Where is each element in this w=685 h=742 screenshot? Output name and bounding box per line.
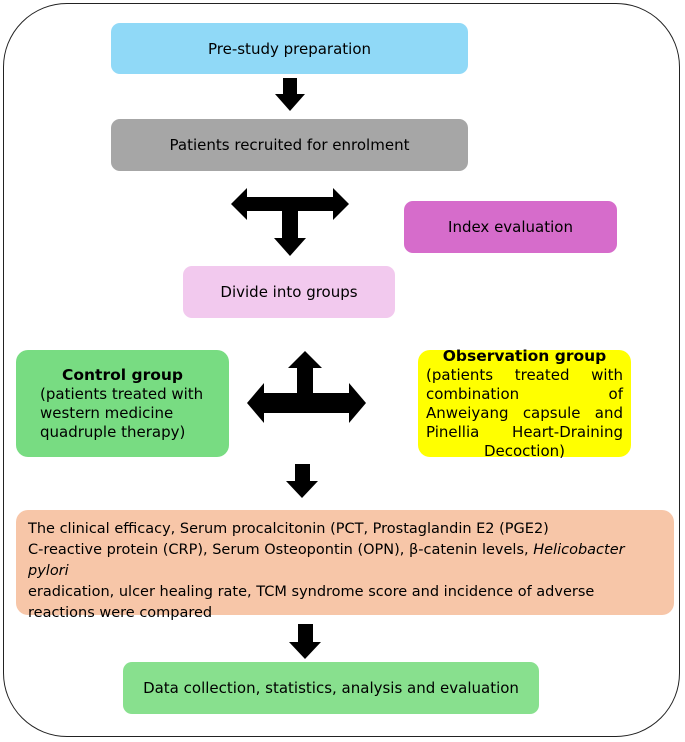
compared-line-2-text: C-reactive protein (CRP), Serum Osteopon… [28,542,529,558]
divide-groups-box: Divide into groups [183,266,395,318]
observation-group-text: (patients treated with combination of An… [426,366,623,460]
outer-frame [3,3,680,737]
prestudy-label: Pre-study preparation [207,39,372,58]
arrow-t-junction [231,188,349,256]
compared-outcomes-box: The clinical efficacy, Serum procalciton… [16,510,674,621]
data-collection-label: Data collection, statistics, analysis an… [143,679,519,697]
control-group-box: Control group (patients treated with wes… [16,350,229,457]
arrow-down-1 [275,78,305,111]
divide-groups-label: Divide into groups [220,283,358,301]
observation-group-title: Observation group [442,347,607,365]
arrow-down-2 [286,464,318,498]
control-group-text: (patients treated with western medicine … [40,385,204,441]
recruit-box: Patients recruited for enrolment [111,119,468,171]
compared-line-3: eradication, ulcer healing rate, TCM syn… [28,584,595,621]
compared-line-2: C-reactive protein (CRP), Serum Osteopon… [28,540,662,582]
compared-line-2-italic: Helicobacter pylori [28,542,625,579]
index-evaluation-box: Index evaluation [404,201,617,253]
control-group-title: Control group [62,366,183,384]
data-collection-box: Data collection, statistics, analysis an… [123,662,539,714]
compared-line-1: The clinical efficacy, Serum procalciton… [28,521,549,537]
observation-group-box: Observation group (patients treated with… [418,347,631,460]
index-evaluation-label: Index evaluation [448,218,573,236]
arrow-cross-junction [247,351,366,423]
arrow-down-3 [289,624,321,659]
prestudy-box: Pre-study preparation [111,23,468,74]
recruit-label: Patients recruited for enrolment [169,136,410,154]
